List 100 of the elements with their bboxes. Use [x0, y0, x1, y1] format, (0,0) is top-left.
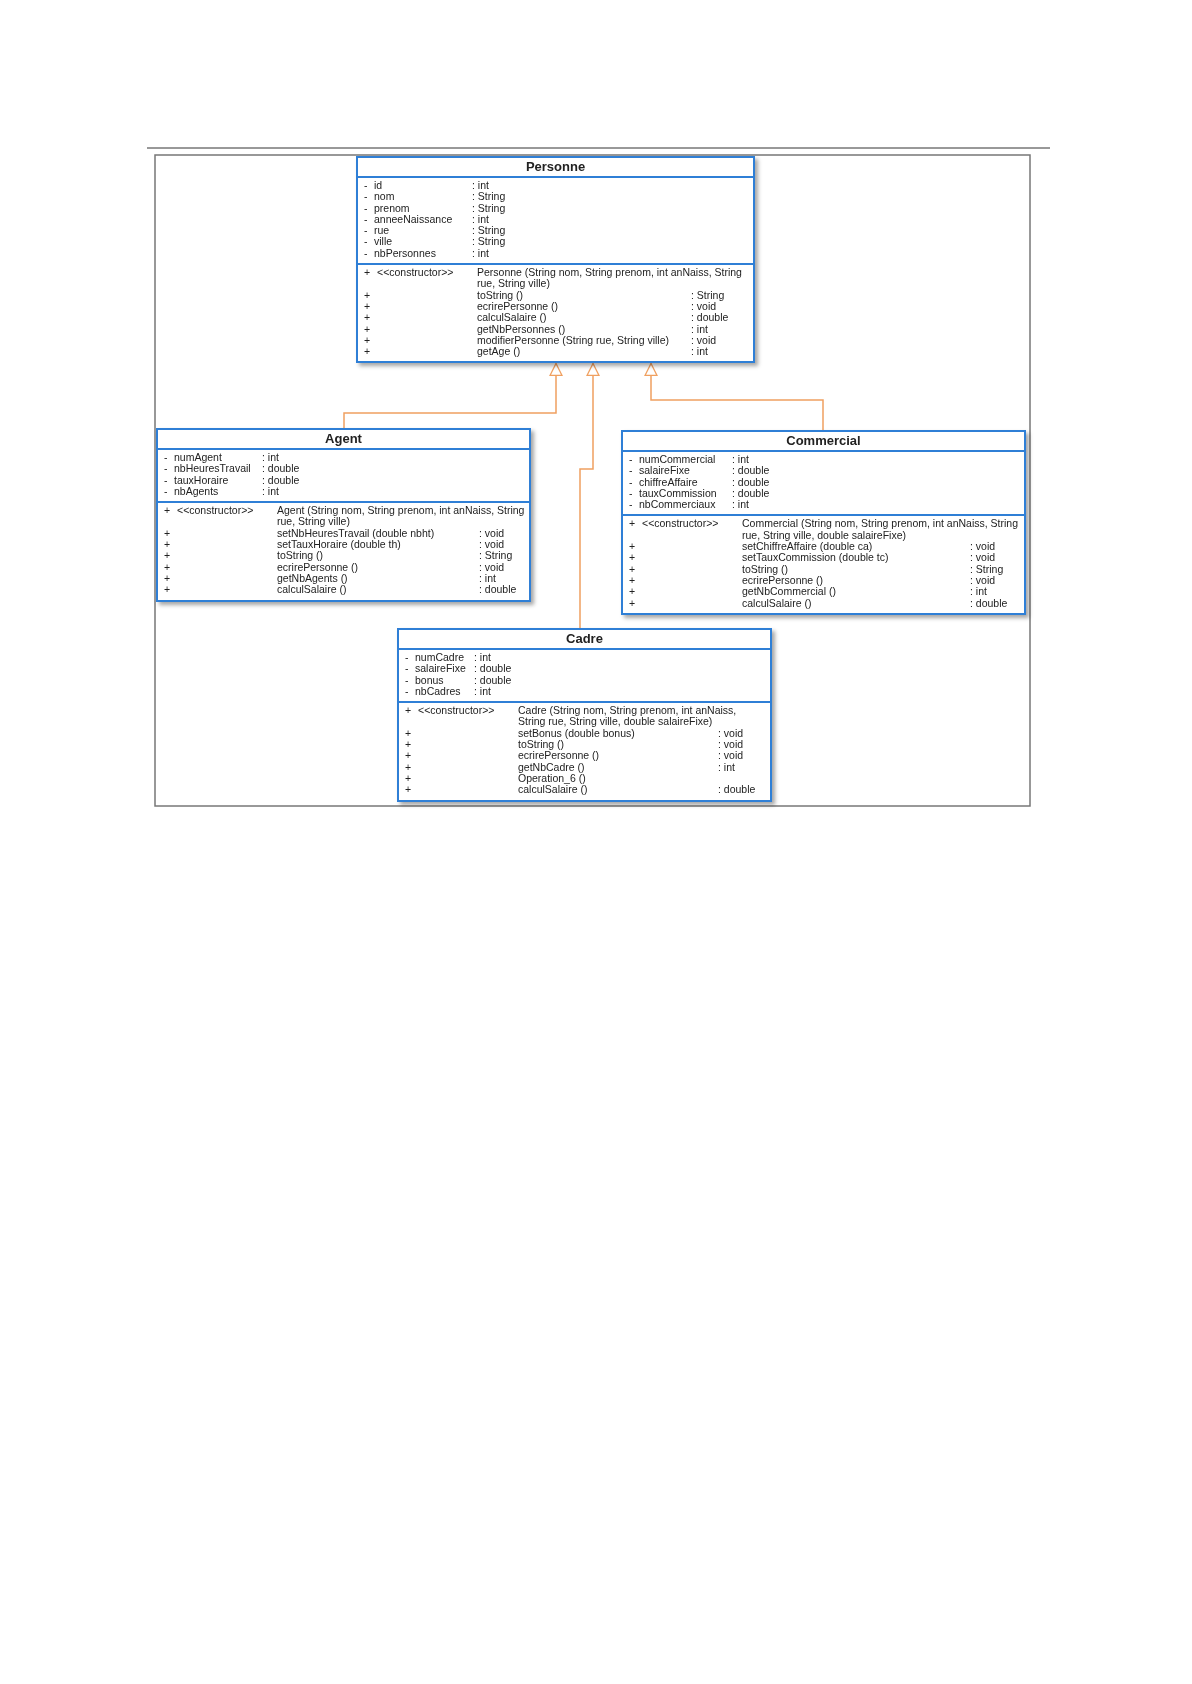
operation-signature: getNbCadre () — [518, 761, 586, 773]
visibility-marker: + — [405, 772, 413, 785]
return-type: : void — [718, 750, 745, 762]
visibility-marker: + — [364, 312, 372, 324]
attribute-type: : double — [732, 476, 771, 488]
operation-signature: getNbCommercial () — [742, 586, 837, 598]
visibility-marker: + — [164, 584, 172, 596]
attribute-type: : int — [732, 454, 750, 466]
stereotype: <<constructor>> — [377, 267, 455, 279]
visibility-marker: + — [405, 784, 413, 796]
attribute-name: nbHeuresTravail — [174, 463, 252, 475]
attribute-name: anneeNaissance — [374, 213, 454, 226]
operation-signature: setTauxHoraire (double th) — [277, 539, 401, 551]
visibility-marker: + — [405, 705, 413, 717]
visibility-marker: - — [364, 236, 369, 248]
attribute-name: numCadre — [415, 652, 466, 664]
attribute-name: nbAgents — [174, 485, 220, 498]
visibility-marker: + — [364, 334, 372, 347]
inheritance-arrow — [579, 362, 600, 629]
attribute-type: : String — [472, 236, 507, 248]
stereotype: <<constructor>> — [642, 518, 720, 530]
visibility-marker: + — [629, 518, 637, 530]
attribute-name: nbCadres — [415, 685, 462, 698]
return-type: : String — [970, 563, 1005, 575]
visibility-marker: + — [629, 597, 637, 609]
return-type: : void — [970, 574, 996, 587]
return-type: : void — [718, 727, 745, 740]
attribute-name: nom — [374, 191, 396, 203]
attribute-type: : int — [262, 452, 280, 464]
visibility-marker: + — [629, 541, 637, 553]
attribute-type: : int — [262, 485, 280, 498]
class-box — [397, 628, 772, 802]
attribute-name: ville — [374, 236, 394, 248]
class-name: Commercial — [785, 432, 862, 450]
visibility-marker: - — [629, 465, 634, 477]
operation-signature: ecrirePersonne () — [518, 750, 601, 762]
visibility-marker: + — [164, 505, 172, 517]
return-type: : int — [718, 761, 736, 773]
visibility-marker: - — [364, 180, 369, 192]
return-type: : void — [691, 334, 718, 347]
operation-signature: modifierPersonne (String rue, String ville) — [477, 334, 670, 347]
operation-signature: calculSalaire () — [477, 312, 548, 324]
visibility-marker: + — [164, 539, 172, 551]
return-type: : double — [479, 584, 518, 596]
class-box — [621, 430, 1026, 615]
operation-signature: toString () — [742, 563, 790, 575]
operation-signature: getNbPersonnes () — [477, 323, 567, 335]
return-type: : double — [718, 784, 757, 796]
visibility-marker: - — [164, 474, 169, 486]
attribute-name: chiffreAffaire — [639, 476, 699, 488]
return-type: : void — [479, 527, 506, 540]
stereotype: <<constructor>> — [177, 505, 255, 517]
visibility-marker: - — [405, 663, 410, 675]
visibility-marker: + — [629, 586, 637, 598]
attribute-name: salaireFixe — [415, 663, 467, 675]
attribute-type: : String — [472, 191, 507, 203]
attribute-type: : double — [262, 474, 301, 486]
attribute-name: id — [374, 180, 384, 192]
attribute-name: prenom — [374, 202, 411, 214]
inheritance-arrow — [343, 362, 563, 429]
operation-signature: Agent (String nom, String prenom, int anNaiss, String rue, String ville) — [277, 505, 525, 528]
attribute-type: : int — [474, 652, 492, 664]
operation-signature: toString () — [277, 550, 325, 562]
operation-signature: Personne (String nom, String prenom, int anNaiss, String rue, String ville) — [477, 267, 743, 290]
attribute-type: : double — [474, 674, 513, 686]
attribute-name: numCommercial — [639, 454, 717, 466]
attribute-name: nbCommerciaux — [639, 499, 717, 511]
inheritance-arrow — [644, 362, 824, 431]
visibility-marker: - — [405, 685, 410, 698]
operation-signature: getAge () — [477, 346, 522, 358]
visibility-marker: - — [629, 476, 634, 488]
visibility-marker: - — [629, 454, 634, 466]
visibility-marker: + — [629, 574, 637, 587]
operation-signature: toString () — [477, 289, 524, 301]
attribute-type: : String — [472, 225, 507, 237]
visibility-marker: - — [405, 674, 410, 686]
operation-signature: Commercial (String nom, String prenom, int anNaiss, String rue, String ville, double salaireFixe) — [742, 518, 1019, 542]
attribute-name: nbPersonnes — [374, 247, 437, 260]
visibility-marker: + — [405, 750, 413, 762]
operation-signature: toString () — [518, 739, 565, 751]
attribute-type: : int — [732, 499, 750, 511]
return-type: : String — [479, 550, 514, 562]
return-type: : int — [691, 346, 709, 358]
return-type: : void — [479, 539, 506, 551]
visibility-marker: + — [405, 739, 413, 751]
visibility-marker: - — [364, 202, 369, 214]
return-type: : double — [691, 312, 730, 324]
visibility-marker: - — [364, 213, 369, 226]
visibility-marker: + — [629, 552, 637, 564]
return-type: : void — [970, 552, 997, 564]
return-type: : double — [970, 597, 1009, 609]
operation-signature: setTauxCommission (double tc) — [742, 552, 890, 564]
visibility-marker: - — [364, 225, 369, 237]
visibility-marker: + — [164, 561, 172, 573]
visibility-marker: - — [629, 499, 634, 511]
attribute-type: : double — [732, 487, 771, 500]
stereotype: <<constructor>> — [418, 705, 496, 717]
attribute-name: tauxCommission — [639, 487, 718, 500]
operation-signature: Operation_6 () — [518, 772, 586, 785]
visibility-marker: + — [164, 527, 172, 540]
